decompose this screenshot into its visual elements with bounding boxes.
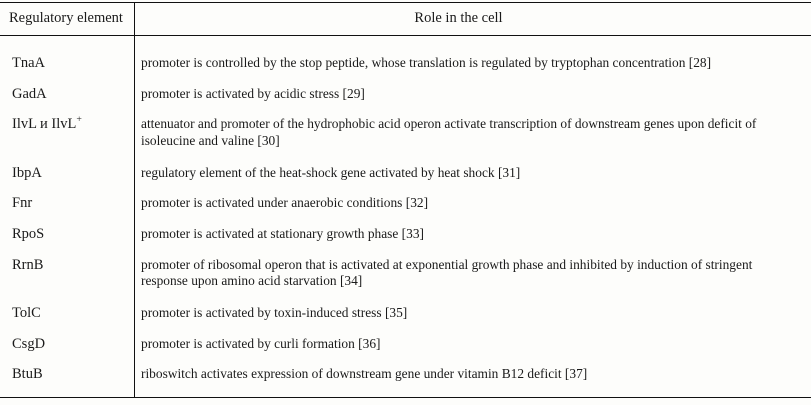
table-header-row: Regulatory element Role in the cell	[0, 2, 811, 35]
element-name: TolC	[12, 304, 41, 321]
cell-role: riboswitch activates expression of downs…	[141, 366, 588, 382]
cell-role: promoter of ribosomal operon that is act…	[141, 256, 753, 289]
element-name: IlvL и IlvL	[12, 116, 77, 133]
element-name: RrnB	[12, 256, 44, 273]
table-row: TnaA promoter is controlled by the stop …	[0, 55, 811, 73]
cell-role: promoter is activated by acidic stress […	[141, 85, 365, 101]
table-header-rule	[0, 35, 811, 36]
cell-regulatory-element: RrnB	[0, 257, 134, 275]
cell-regulatory-element: TnaA	[0, 55, 134, 73]
element-name: IbpA	[12, 164, 42, 181]
element-superscript: +	[76, 114, 82, 126]
table-bottom-rule	[0, 397, 811, 398]
column-header-role: Role in the cell	[414, 9, 503, 26]
table-row: CsgD promoter is activated by curli form…	[0, 336, 811, 354]
cell-regulatory-element: TolC	[0, 305, 134, 323]
table-row: RrnB promoter of ribosomal operon that i…	[0, 257, 811, 290]
element-name: GadA	[12, 85, 47, 102]
table-body: TnaA promoter is controlled by the stop …	[0, 36, 811, 384]
element-name: CsgD	[12, 335, 46, 352]
table-row: GadA promoter is activated by acidic str…	[0, 86, 811, 104]
cell-regulatory-element: IbpA	[0, 165, 134, 183]
table-top-rule	[0, 2, 811, 3]
cell-regulatory-element: GadA	[0, 86, 134, 104]
element-name: Fnr	[12, 195, 33, 212]
element-name: TnaA	[12, 55, 46, 71]
cell-role: attenuator and promoter of the hydrophob…	[141, 116, 757, 148]
column-divider	[134, 2, 135, 398]
element-name: RpoS	[12, 225, 45, 242]
cell-role: promoter is controlled by the stop pepti…	[141, 55, 712, 70]
table-row: Fnr promoter is activated under anaerobi…	[0, 195, 811, 213]
table-row: TolC promoter is activated by toxin-indu…	[0, 305, 811, 323]
column-header-regulatory-element: Regulatory element	[9, 9, 123, 26]
cell-role: promoter is activated at stationary grow…	[141, 225, 424, 241]
cell-regulatory-element: IlvL и IlvL+	[0, 114, 134, 134]
cell-role: promoter is activated by toxin-induced s…	[141, 304, 408, 320]
cell-regulatory-element: CsgD	[0, 336, 134, 354]
element-name: BtuB	[12, 366, 43, 383]
cell-regulatory-element: RpoS	[0, 226, 134, 244]
table-row: BtuB riboswitch activates expression of …	[0, 366, 811, 384]
table-row: IbpA regulatory element of the heat-shoc…	[0, 165, 811, 183]
cell-role: regulatory element of the heat-shock gen…	[141, 164, 521, 180]
cell-role: promoter is activated by curli formation…	[141, 335, 381, 351]
table-row: IlvL и IlvL+ attenuator and promoter of …	[0, 114, 811, 149]
cell-regulatory-element: BtuB	[0, 366, 134, 384]
table-row: RpoS promoter is activated at stationary…	[0, 226, 811, 244]
cell-regulatory-element: Fnr	[0, 195, 134, 213]
cell-role: promoter is activated under anaerobic co…	[141, 195, 429, 211]
